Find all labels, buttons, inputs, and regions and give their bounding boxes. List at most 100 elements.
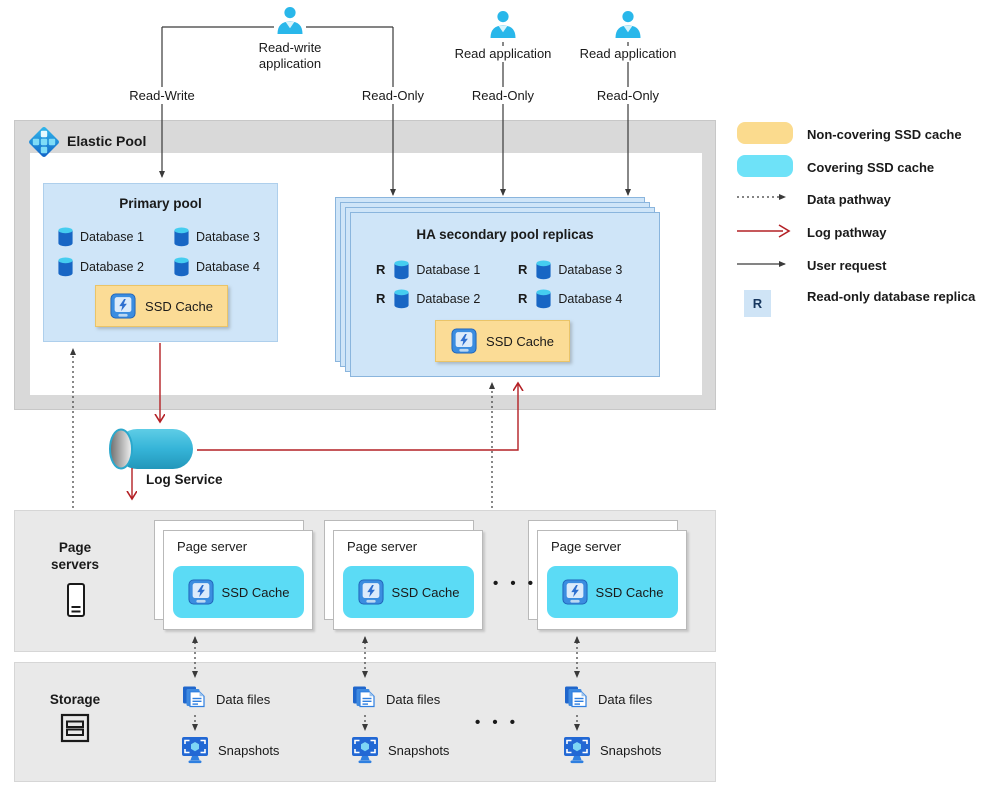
database-icon	[394, 289, 409, 308]
legend-swatch-non-covering-cache	[737, 122, 793, 144]
legend-label: Covering SSD cache	[807, 160, 935, 175]
ssd-cache-non-covering: SSD Cache	[435, 320, 570, 362]
replica-badge: R	[376, 291, 386, 306]
database-label: Database 3	[196, 230, 260, 244]
ssd-cache-label: SSD Cache	[145, 298, 213, 314]
replica-database-item: R Database 4	[518, 289, 650, 309]
storage-band	[14, 662, 716, 782]
snapshots-label: Snapshots	[600, 743, 662, 758]
database-item: Database 1	[57, 227, 173, 247]
legend-replica-badge: R	[744, 290, 771, 317]
legend-label: Data pathway	[807, 192, 891, 207]
request-label: Read-Write	[122, 87, 202, 104]
snapshots-label: Snapshots	[218, 743, 280, 758]
database-item: Database 2	[57, 257, 173, 277]
database-icon	[58, 227, 73, 247]
user-icon	[274, 4, 306, 38]
ha-pool-databases: R Database 1 R Database 3 R Database 2 R…	[376, 255, 650, 313]
data-pathway-arrow-icon	[737, 194, 786, 200]
page-servers-section-label: Page servers	[50, 540, 100, 572]
log-service-label: Log Service	[146, 472, 223, 487]
database-label: Database 1	[80, 230, 144, 244]
data-files-icon	[353, 686, 375, 708]
app-label: Read application	[568, 46, 688, 62]
replica-database-item: R Database 1	[376, 260, 518, 280]
elastic-pool-icon	[29, 127, 59, 157]
database-icon	[174, 257, 189, 277]
ssd-cache-icon	[451, 328, 477, 354]
replica-database-item: R Database 3	[518, 260, 650, 280]
database-label: Database 3	[558, 262, 623, 277]
replica-badge: R	[518, 262, 528, 277]
database-icon	[174, 227, 189, 247]
request-label: Read-Only	[463, 87, 543, 104]
database-icon	[58, 257, 73, 277]
legend-label: Read-only database replica	[807, 289, 976, 304]
legend-swatch-covering-cache	[737, 155, 793, 177]
ssd-cache-covering: SSD Cache	[547, 566, 678, 618]
database-label: Database 4	[196, 260, 260, 274]
storage-rack-icon	[60, 713, 90, 743]
storage-ellipsis: • • •	[474, 714, 520, 731]
request-label: Read-Only	[588, 87, 668, 104]
replica-badge: R	[518, 291, 528, 306]
ssd-cache-covering: SSD Cache	[173, 566, 304, 618]
replica-database-item: R Database 2	[376, 289, 518, 309]
app-label: Read-write application	[232, 40, 348, 72]
user-request-arrow-icon	[737, 261, 786, 267]
replica-badge: R	[376, 262, 386, 277]
storage-section-label: Storage	[49, 692, 101, 707]
ssd-cache-icon	[110, 293, 136, 319]
elastic-pool-title: Elastic Pool	[67, 133, 147, 149]
ssd-cache-label: SSD Cache	[221, 584, 290, 600]
ssd-cache-icon	[357, 579, 384, 605]
primary-pool-databases: Database 1 Database 3 Database 2 Databas…	[57, 222, 279, 282]
user-icon	[487, 8, 519, 42]
database-item: Database 4	[173, 257, 279, 277]
ssd-cache-icon	[187, 579, 214, 605]
snapshots-icon	[564, 737, 590, 764]
ha-secondary-pool-box: HA secondary pool replicas R Database 1 …	[350, 212, 660, 377]
legend-label: User request	[807, 258, 887, 273]
database-item: Database 3	[173, 227, 279, 247]
page-server-card: Page server SSD Cache	[537, 530, 687, 630]
ssd-cache-non-covering: SSD Cache	[95, 285, 228, 327]
ssd-cache-label: SSD Cache	[595, 584, 664, 600]
primary-pool-title: Primary pool	[119, 196, 202, 211]
data-files-label: Data files	[216, 692, 271, 707]
database-label: Database 2	[416, 291, 481, 306]
page-server-card: Page server SSD Cache	[163, 530, 313, 630]
page-server-tower-icon	[67, 583, 85, 617]
page-server-title: Page server	[347, 539, 418, 554]
database-icon	[536, 289, 551, 308]
database-label: Database 1	[416, 262, 481, 277]
ssd-cache-label: SSD Cache	[486, 333, 554, 349]
data-files-label: Data files	[386, 692, 441, 707]
snapshots-label: Snapshots	[388, 743, 450, 758]
page-server-title: Page server	[177, 539, 248, 554]
database-icon	[394, 260, 409, 279]
page-server-title: Page server	[551, 539, 622, 554]
app-label: Read application	[443, 46, 563, 62]
ssd-cache-covering: SSD Cache	[343, 566, 474, 618]
legend-label: Log pathway	[807, 225, 887, 240]
database-label: Database 2	[80, 260, 144, 274]
snapshots-icon	[182, 737, 208, 764]
primary-pool-box: Primary pool Database 1 Database 3 Datab…	[43, 183, 278, 342]
page-server-card: Page server SSD Cache	[333, 530, 483, 630]
ha-pool-title: HA secondary pool replicas	[416, 227, 594, 242]
ssd-cache-label: SSD Cache	[391, 584, 460, 600]
log-service-icon	[109, 428, 193, 470]
database-label: Database 4	[558, 291, 623, 306]
page-servers-ellipsis: • • •	[492, 575, 538, 592]
database-icon	[536, 260, 551, 279]
data-files-label: Data files	[598, 692, 653, 707]
request-label: Read-Only	[353, 87, 433, 104]
data-files-icon	[183, 686, 205, 708]
log-pathway-arrow-icon	[737, 224, 791, 238]
ssd-cache-icon	[561, 579, 588, 605]
snapshots-icon	[352, 737, 378, 764]
data-files-icon	[565, 686, 587, 708]
user-icon	[612, 8, 644, 42]
